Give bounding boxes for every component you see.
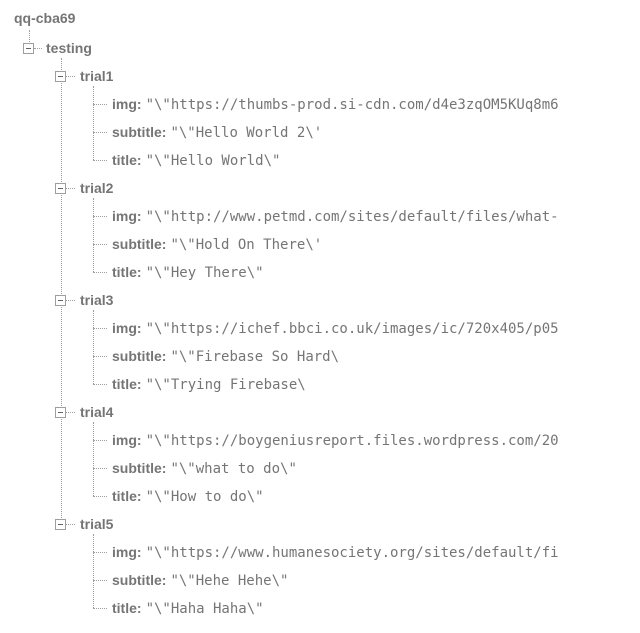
field-key: title: — [112, 376, 142, 392]
tree-connector — [93, 198, 94, 272]
field-key: img: — [112, 432, 142, 448]
tree-connector — [93, 160, 107, 161]
tree-connector — [93, 132, 107, 133]
tree-connector — [93, 422, 94, 496]
field-row[interactable]: img:"\"https://ichef.bbci.co.uk/images/i… — [112, 318, 558, 338]
field-value[interactable]: "\"Hehe Hehe\" — [170, 573, 289, 589]
field-key: title: — [112, 264, 142, 280]
field-key: subtitle: — [112, 572, 167, 588]
tree-connector — [66, 524, 75, 525]
tree-connector — [93, 534, 94, 608]
tree-connector — [93, 86, 94, 160]
field-row[interactable]: img:"\"http://www.petmd.com/sites/defaul… — [112, 206, 558, 226]
field-row[interactable]: title:"\"Trying Firebase\ — [112, 374, 558, 394]
field-value[interactable]: "\"How to do\" — [145, 489, 264, 505]
field-row[interactable]: subtitle:"\"Hello World 2\' — [112, 122, 558, 142]
field-row[interactable]: title:"\"Hello World\" — [112, 150, 558, 170]
collapse-minus-icon[interactable] — [55, 71, 66, 82]
tree-connector — [34, 48, 42, 49]
field-value[interactable]: "\"Trying Firebase\ — [145, 377, 306, 393]
field-value[interactable]: "\"what to do\" — [170, 461, 297, 477]
tree-connector — [93, 468, 107, 469]
field-value[interactable]: "\"Hello World 2\' — [170, 125, 323, 141]
field-row[interactable]: subtitle:"\"Hold On There\' — [112, 234, 558, 254]
tree-connector — [93, 552, 107, 553]
tree-connector — [29, 30, 30, 44]
field-row[interactable]: img:"\"https://boygeniusreport.files.wor… — [112, 430, 558, 450]
trial-node-trial4[interactable]: trial4 — [80, 404, 114, 420]
collapse-minus-icon[interactable] — [23, 43, 34, 54]
field-value[interactable]: "\"http://www.petmd.com/sites/default/fi… — [145, 209, 558, 225]
tree-connector — [93, 328, 107, 329]
field-row[interactable]: title:"\"How to do\" — [112, 486, 558, 506]
trial-node-trial1[interactable]: trial1 — [80, 68, 114, 84]
field-key: subtitle: — [112, 348, 167, 364]
field-key: img: — [112, 544, 142, 560]
tree-connector — [93, 216, 107, 217]
tree-connector — [66, 188, 75, 189]
field-value[interactable]: "\"Firebase So Hard\ — [170, 349, 340, 365]
field-value[interactable]: "\"https://www.humanesociety.org/sites/d… — [145, 545, 558, 561]
field-row[interactable]: img:"\"https://www.humanesociety.org/sit… — [112, 542, 558, 562]
tree-connector — [66, 76, 75, 77]
trial-node-trial5[interactable]: trial5 — [80, 516, 114, 532]
tree-connector — [66, 412, 75, 413]
field-value[interactable]: "\"https://thumbs-prod.si-cdn.com/d4e3zq… — [145, 97, 558, 113]
field-key: img: — [112, 320, 142, 336]
trial-node-trial3[interactable]: trial3 — [80, 292, 114, 308]
tree-connector — [93, 440, 107, 441]
trial-node-trial2[interactable]: trial2 — [80, 180, 114, 196]
field-row[interactable]: img:"\"https://thumbs-prod.si-cdn.com/d4… — [112, 94, 558, 114]
tree-connector — [93, 244, 107, 245]
field-row[interactable]: subtitle:"\"Firebase So Hard\ — [112, 346, 558, 366]
tree-connector — [93, 496, 107, 497]
tree-connector — [93, 310, 94, 384]
field-value[interactable]: "\"https://boygeniusreport.files.wordpre… — [145, 433, 558, 449]
tree-connector — [93, 272, 107, 273]
collapse-minus-icon[interactable] — [55, 183, 66, 194]
field-value[interactable]: "\"Haha Haha\" — [145, 601, 264, 617]
field-row[interactable]: title:"\"Hey There\" — [112, 262, 558, 282]
root-node-name[interactable]: qq-cba69 — [14, 10, 76, 26]
field-value[interactable]: "\"https://ichef.bbci.co.uk/images/ic/72… — [145, 321, 558, 337]
field-value[interactable]: "\"Hold On There\' — [170, 237, 323, 253]
tree-connector — [61, 58, 62, 528]
field-key: subtitle: — [112, 124, 167, 140]
field-key: title: — [112, 600, 142, 616]
tree-connector — [93, 608, 107, 609]
field-key: title: — [112, 152, 142, 168]
collapse-minus-icon[interactable] — [55, 519, 66, 530]
field-key: subtitle: — [112, 460, 167, 476]
tree-connector — [93, 384, 107, 385]
tree-connector — [93, 580, 107, 581]
field-row[interactable]: subtitle:"\"Hehe Hehe\" — [112, 570, 558, 590]
testing-node-name[interactable]: testing — [46, 40, 92, 56]
collapse-minus-icon[interactable] — [55, 295, 66, 306]
field-key: subtitle: — [112, 236, 167, 252]
field-value[interactable]: "\"Hello World\" — [145, 153, 281, 169]
tree-connector — [93, 356, 107, 357]
collapse-minus-icon[interactable] — [55, 407, 66, 418]
tree-connector — [66, 300, 75, 301]
field-key: img: — [112, 96, 142, 112]
field-row[interactable]: subtitle:"\"what to do\" — [112, 458, 558, 478]
field-value[interactable]: "\"Hey There\" — [145, 265, 264, 281]
tree-connector — [93, 104, 107, 105]
field-row[interactable]: title:"\"Haha Haha\" — [112, 598, 558, 618]
field-key: img: — [112, 208, 142, 224]
field-key: title: — [112, 488, 142, 504]
